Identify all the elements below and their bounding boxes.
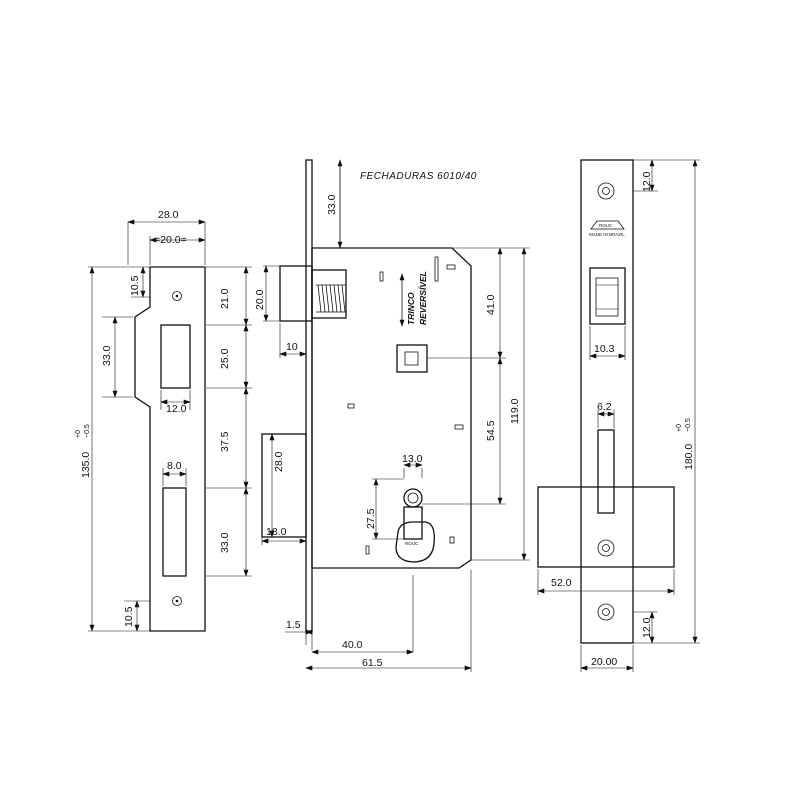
lock-dim-deadbolt-h: 28.0 (273, 451, 285, 472)
strike-dim-seg-b: 25.0 (219, 348, 231, 369)
strike-dim-seg-c: 37.5 (219, 431, 231, 452)
faceplate-latch-window (589, 267, 626, 325)
faceplate-edge (305, 159, 313, 633)
strike-dim-bottom-hole: 10.5 (123, 606, 135, 627)
lock-dim-latch-h: 20.0 (254, 289, 266, 310)
strike-dim-width: 28.0 (158, 209, 179, 221)
latch-label-reversivel: REVERSÍVEL (418, 271, 428, 325)
strike-dim-height: 135.0 (80, 452, 92, 478)
cylinder-brand-logo: ROUC (405, 541, 419, 546)
strike-extension-lines (88, 222, 252, 632)
case-slot-3 (434, 256, 439, 282)
faceplate-dim-latch-w: 10.3 (594, 343, 615, 355)
faceplate-cylinder-hole (597, 539, 615, 557)
faceplate-outline (580, 159, 634, 644)
strike-bottom-screw-hole (172, 596, 182, 606)
lock-dim-top: 33.0 (326, 194, 338, 215)
lock-dim-latch-proj: 10 (286, 341, 298, 353)
latch-label-trinco: TRINCO (406, 292, 416, 325)
lock-dim-deadbolt-proj: 18.0 (266, 526, 287, 538)
brand-made-in: MADE IN BRAZIL (589, 232, 625, 237)
faceplate-dim-bolt-proj: 52.0 (551, 577, 572, 589)
lock-dim-to-spindle: 41.0 (485, 294, 497, 315)
strike-plate-outline (134, 266, 206, 632)
faceplate-dim-bolt-w: 6.2 (597, 401, 612, 413)
spindle-square-hole (396, 344, 428, 373)
faceplate-top-screw-inner (602, 187, 610, 195)
strike-plate-view: 28.0 =20.0= 21.0 25.0 37.5 33.0 10.5 33.… (75, 209, 252, 632)
brand-logo-text: ROUC (599, 223, 613, 228)
lock-extension-lines (261, 160, 530, 672)
latch-bolt (279, 265, 313, 322)
strike-dim-slot-top: 12.0 (166, 403, 187, 415)
faceplate-latch-insert-ticks (596, 284, 618, 310)
strike-bolt-slot (162, 487, 187, 577)
case-slot-4 (347, 403, 355, 409)
lock-dim-backset: 40.0 (342, 639, 363, 651)
lock-dim-cyl-h: 27.5 (365, 508, 377, 529)
faceplate-bottom-screw-inner (602, 608, 610, 616)
strike-top-screw-hole (172, 291, 182, 301)
lock-dim-total-h: 119.0 (509, 398, 521, 424)
strike-bottom-screw-dot (175, 599, 179, 603)
faceplate-dim-width: 20.00 (591, 656, 617, 668)
faceplate-dim-tol-minus: −0.5 (685, 418, 692, 432)
faceplate-bolt-slot (597, 429, 615, 514)
faceplate-dim-bottom: 12.0 (641, 617, 653, 638)
cylinder-cam-outline (395, 521, 435, 563)
faceplate-dim-height: 180.0 (683, 444, 695, 470)
strike-dim-lip: 33.0 (101, 345, 113, 366)
cylinder-keyway (403, 506, 423, 540)
drawing-title: FECHADURAS 6010/40 (360, 171, 477, 182)
strike-latch-slot (160, 324, 191, 389)
strike-dim-top-hole: 10.5 (129, 275, 141, 296)
latch-housing (311, 269, 347, 319)
faceplate-top-screw-hole (597, 182, 615, 200)
case-slot-7 (454, 424, 464, 430)
lock-dim-faceplate: 1.5 (286, 619, 301, 631)
deadbolt (261, 433, 307, 538)
faceplate-view: ROUC MADE IN BRAZIL 12.0 12.0 180.0 +0 −… (537, 159, 700, 672)
strike-dim-tol-plus: +0 (75, 430, 82, 438)
cylinder-circle (403, 488, 423, 508)
spindle-inner-square (404, 351, 419, 366)
case-slot-6 (449, 536, 455, 544)
faceplate-deadbolt-projection (537, 486, 675, 568)
brand-logo-icon (590, 220, 625, 230)
lock-dim-cyl-w: 13.0 (402, 453, 423, 465)
lock-case-outline (311, 247, 472, 569)
strike-dim-opening: =20.0= (154, 234, 187, 246)
lock-dim-depth: 61.5 (362, 657, 383, 669)
strike-dim-seg-d: 33.0 (219, 532, 231, 553)
cylinder-inner-circle (407, 492, 419, 504)
lock-body-view: TRINCO REVERSÍVEL ROUC 33.0 20.0 10 28.0… (254, 159, 530, 672)
case-slot-1 (379, 271, 384, 282)
lock-dim-spindle-cyl: 54.5 (485, 420, 497, 441)
latch-spring-icon (316, 284, 346, 313)
faceplate-dim-tol-plus: +0 (676, 424, 683, 432)
strike-top-screw-dot (175, 294, 179, 298)
faceplate-bottom-screw-hole (597, 603, 615, 621)
faceplate-dim-top: 12.0 (641, 171, 653, 192)
strike-dim-seg-a: 21.0 (219, 288, 231, 309)
faceplate-cylinder-inner (602, 544, 610, 552)
case-slot-5 (365, 545, 370, 555)
faceplate-latch-insert (595, 277, 619, 317)
faceplate-extension-lines (537, 159, 700, 672)
lock-backset-ref-line (285, 575, 414, 652)
strike-dim-tol-minus: −0.5 (84, 424, 91, 438)
case-slot-2 (446, 264, 456, 270)
strike-dim-slot-bottom: 8.0 (167, 460, 182, 472)
strike-dim-opening-value: 20.0 (160, 234, 181, 246)
